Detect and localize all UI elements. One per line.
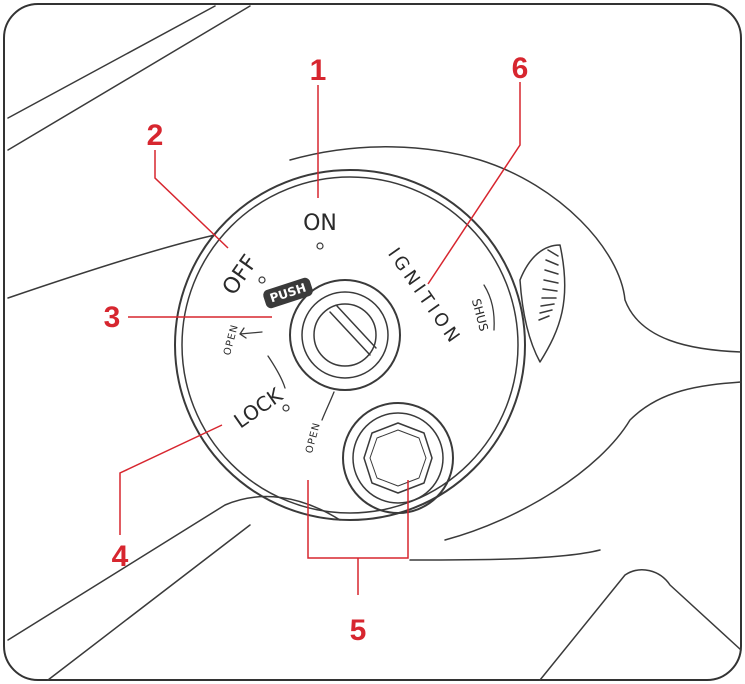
callout-3: 3 bbox=[104, 301, 121, 334]
callout-6: 6 bbox=[512, 52, 529, 85]
housing-outline bbox=[7, 5, 742, 681]
diagram-border bbox=[3, 3, 742, 681]
serrated-knob-edge bbox=[519, 244, 566, 363]
key-cylinder bbox=[289, 279, 401, 391]
position-marks bbox=[239, 242, 495, 421]
callout-5: 5 bbox=[350, 614, 367, 647]
switch-disk bbox=[174, 169, 526, 521]
callout-numbers: 1 2 3 4 5 6 bbox=[104, 52, 529, 647]
callout-1: 1 bbox=[310, 54, 327, 87]
callout-4: 4 bbox=[112, 540, 129, 573]
hex-lock bbox=[342, 402, 454, 514]
callout-2: 2 bbox=[147, 119, 164, 152]
callout-lines bbox=[119, 82, 521, 595]
label-on: ON bbox=[303, 211, 337, 236]
